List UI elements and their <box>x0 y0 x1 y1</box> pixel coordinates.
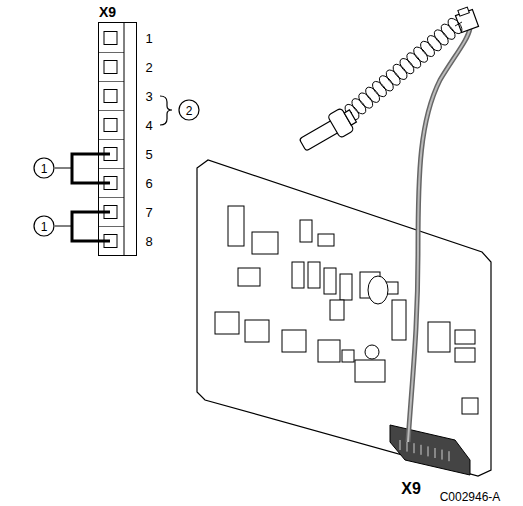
potentiometer <box>365 345 379 359</box>
capacitor <box>368 276 388 304</box>
board-component <box>252 232 278 254</box>
jumper-wire <box>72 212 110 241</box>
cell-divider <box>98 139 124 140</box>
cell-divider <box>98 81 124 82</box>
board-component <box>355 360 385 382</box>
pin-number: 2 <box>145 61 152 74</box>
sensor-cable-core <box>408 28 470 442</box>
connector-pin <box>428 446 429 456</box>
connector-pin <box>407 442 408 452</box>
circuit-board <box>197 160 491 476</box>
sensor-cable <box>408 28 470 442</box>
connector-name: X9 <box>401 481 421 497</box>
cell-divider <box>98 168 124 169</box>
board-component <box>292 262 304 288</box>
board-component <box>282 330 306 352</box>
leader-line <box>55 168 72 169</box>
callout-circle <box>34 216 54 236</box>
cell-divider <box>98 197 124 198</box>
connector-pin <box>442 450 443 460</box>
leader-line <box>55 226 72 227</box>
board-component <box>215 312 239 334</box>
pin-number: 1 <box>145 32 152 45</box>
terminal-square <box>104 90 117 103</box>
callout-number: 2 <box>186 105 193 117</box>
cable-plug-tab <box>458 7 469 16</box>
board-component <box>300 220 312 242</box>
board-component <box>455 330 475 344</box>
pin-number: 7 <box>145 206 152 219</box>
connector-pin <box>421 445 422 455</box>
board-component <box>428 322 450 352</box>
connector-pin <box>400 440 401 450</box>
board-component <box>308 262 320 288</box>
pin-number: 5 <box>145 148 152 161</box>
board-connector <box>390 425 470 475</box>
callout-circle <box>179 100 199 120</box>
connector-pins <box>400 440 449 461</box>
temperature-sensor <box>296 105 359 157</box>
board-component <box>245 320 269 342</box>
callout-number: 1 <box>41 221 48 233</box>
cell-divider <box>98 110 124 111</box>
callout-number: 1 <box>41 163 48 175</box>
coiled-lead <box>342 16 464 122</box>
board-component <box>330 300 344 320</box>
jumper-wire <box>72 154 110 183</box>
pin-number: 3 <box>145 90 152 103</box>
connector-pin <box>449 451 450 461</box>
pin-number: 6 <box>145 177 152 190</box>
drawing-code: C002946-A <box>440 491 501 503</box>
board-component <box>318 234 334 246</box>
board-components <box>215 206 478 414</box>
terminal-square <box>104 32 117 45</box>
board-component <box>342 350 354 362</box>
board-component <box>324 268 336 294</box>
board-component <box>455 348 475 362</box>
board-component <box>392 300 406 340</box>
pin-number: 8 <box>145 235 152 248</box>
connector-pin <box>435 448 436 458</box>
callout-circle <box>34 158 54 178</box>
connector-pin <box>414 443 415 453</box>
strip-divider <box>124 22 125 256</box>
terminal-square <box>104 61 117 74</box>
cell-divider <box>98 52 124 53</box>
coil-turn <box>445 16 464 36</box>
terminal-square <box>104 119 117 132</box>
connector-name: X9 <box>99 4 116 20</box>
pin-number: 4 <box>145 119 152 132</box>
board-component <box>462 398 478 414</box>
terminal-block: X9 <box>98 22 137 256</box>
brace <box>160 96 172 125</box>
board-component <box>318 340 340 362</box>
terminal-squares <box>98 32 124 248</box>
board-component <box>228 206 244 246</box>
cell-divider <box>98 226 124 227</box>
board-component <box>340 274 352 300</box>
board-component <box>238 268 260 286</box>
